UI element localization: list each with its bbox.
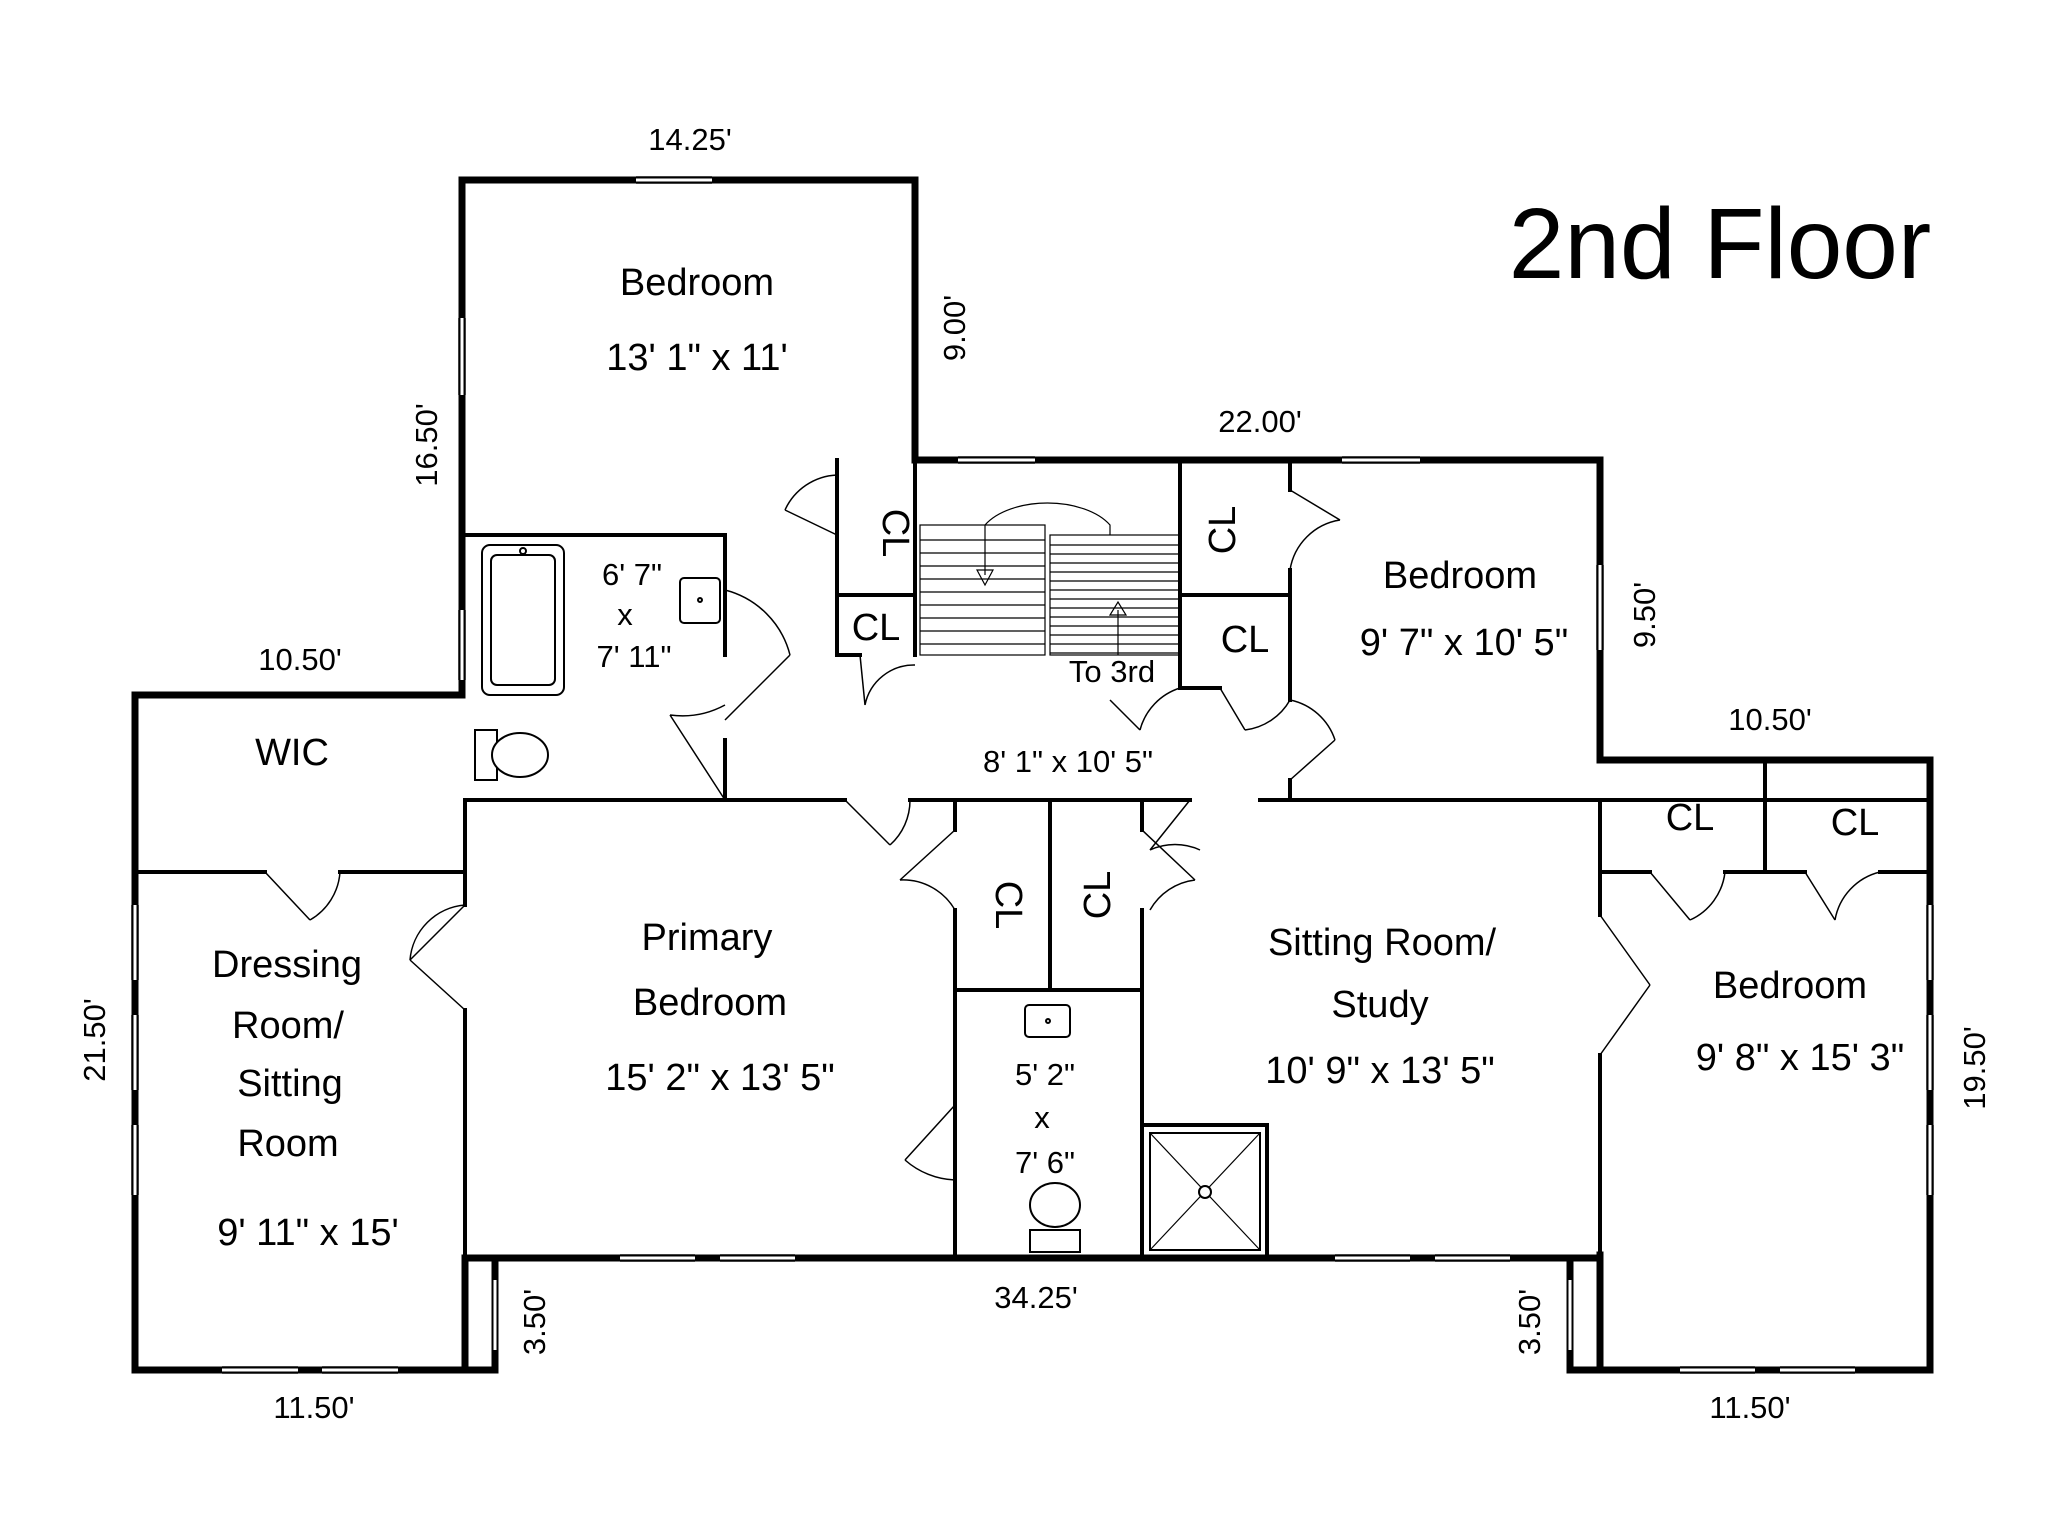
room-name-bedroom-right-lower: Bedroom <box>1713 965 1867 1007</box>
dim-upper-right-side: 9.50' <box>1627 582 1662 648</box>
closet-label-a: CL <box>874 509 916 558</box>
page-title: 2nd Floor <box>1509 188 1931 300</box>
closet-label-b: CL <box>852 607 901 649</box>
stairs-label: To 3rd <box>1069 654 1155 689</box>
bath-lower-height: 7' 6" <box>1015 1145 1075 1180</box>
hall-size: 8' 1" x 10' 5" <box>983 744 1153 779</box>
primary-size: 15' 2" x 13' 5" <box>605 1057 835 1099</box>
dressing-line-2: Room/ <box>232 1005 344 1047</box>
stairs <box>919 502 1181 656</box>
dim-bottom-main: 34.25' <box>994 1280 1078 1315</box>
closet-label-d: CL <box>1221 619 1270 661</box>
dim-bottom-right-notch: 3.50' <box>1512 1289 1547 1355</box>
wic-label: WIC <box>255 732 329 774</box>
closet-label-h: CL <box>1831 802 1880 844</box>
room-name-bedroom-top: Bedroom <box>620 262 774 304</box>
room-labels: Bedroom 13' 1" x 11' 6' 7" x 7' 11" CL C… <box>212 262 1904 1254</box>
dim-top-bedroom-width: 14.25' <box>648 122 732 157</box>
dressing-line-1: Dressing <box>212 944 362 986</box>
interior-walls <box>133 458 1932 1260</box>
dressing-line-4: Room <box>237 1123 338 1165</box>
bath-upper-width: 6' 7" <box>602 557 662 592</box>
dim-bottom-left-notch: 3.50' <box>517 1289 552 1355</box>
closet-label-c: CL <box>1202 506 1244 555</box>
dim-top-bedroom-left: 16.50' <box>409 403 444 487</box>
dressing-line-3: Sitting <box>237 1063 343 1105</box>
bath-upper-x: x <box>617 597 633 632</box>
bath-lower-width: 5' 2" <box>1015 1057 1075 1092</box>
primary-line-1: Primary <box>642 917 773 959</box>
dim-right-wing-bottom: 11.50' <box>1709 1390 1790 1425</box>
dressing-size: 9' 11" x 15' <box>217 1212 399 1254</box>
bath-upper-height: 7' 11" <box>597 639 672 674</box>
dim-wic-top: 10.50' <box>258 642 342 677</box>
sitting-size: 10' 9" x 13' 5" <box>1265 1050 1495 1092</box>
closet-label-f: CL <box>1077 871 1119 920</box>
sitting-line-1: Sitting Room/ <box>1268 922 1497 964</box>
bath-lower-x: x <box>1034 1100 1050 1135</box>
closet-label-g: CL <box>1666 797 1715 839</box>
dimension-labels: 14.25' 9.00' 16.50' 22.00' 9.50' 10.50' … <box>77 122 1992 1425</box>
dim-upper-right-top: 22.00' <box>1218 404 1302 439</box>
sitting-line-2: Study <box>1331 984 1428 1026</box>
closet-label-e: CL <box>987 881 1029 930</box>
room-size-bedroom-right-upper: 9' 7" x 10' 5" <box>1360 622 1568 664</box>
room-name-bedroom-right-upper: Bedroom <box>1383 555 1537 597</box>
dim-right-wing-side: 19.50' <box>1957 1026 1992 1110</box>
room-size-bedroom-right-lower: 9' 8" x 15' 3" <box>1696 1037 1904 1079</box>
dim-right-wing-top: 10.50' <box>1728 702 1812 737</box>
room-size-bedroom-top: 13' 1" x 11' <box>606 337 788 379</box>
dim-top-bedroom-right: 9.00' <box>937 295 972 361</box>
doors <box>264 474 1881 1181</box>
toilet-lower <box>1029 1182 1081 1228</box>
dim-left-wing-bottom: 11.50' <box>273 1390 354 1425</box>
fixtures <box>474 544 1261 1253</box>
primary-line-2: Bedroom <box>633 982 787 1024</box>
dim-left-wing-side: 21.50' <box>77 998 112 1082</box>
windows <box>131 176 1934 1374</box>
